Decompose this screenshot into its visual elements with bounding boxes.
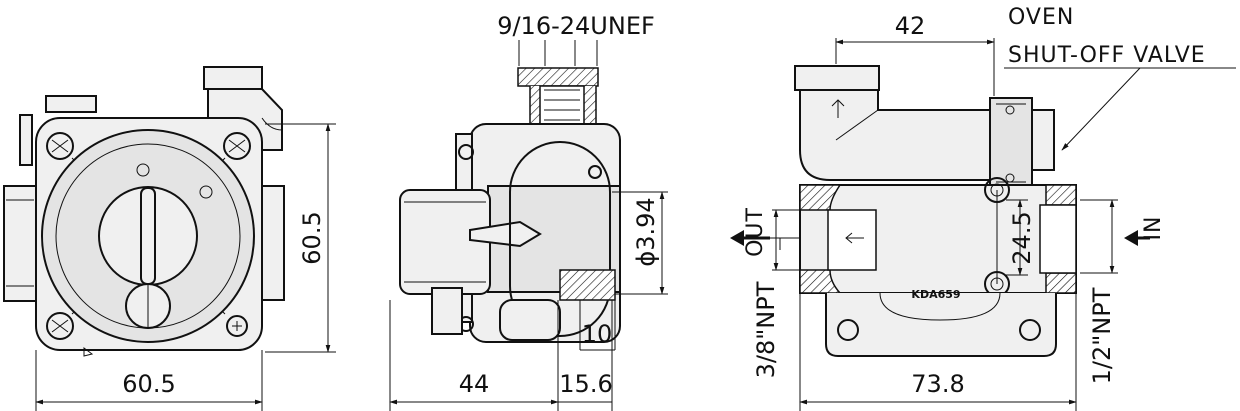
- diameter-dim: ϕ3.94: [632, 197, 660, 266]
- inlet-thread-dim: 1/2"NPT: [1088, 287, 1116, 384]
- front-dimensions: [35, 123, 336, 411]
- outlet-label: OUT: [743, 207, 768, 257]
- model-marking: KDA659: [911, 288, 960, 301]
- valve-label-line2: SHUT-OFF VALVE: [1008, 43, 1206, 68]
- rear-view: [794, 65, 1077, 357]
- offset-dim: 15.6: [559, 370, 612, 398]
- valve-label-line1: OVEN: [1008, 5, 1074, 30]
- front-view: [3, 66, 285, 357]
- depth-dim: 10: [582, 320, 613, 348]
- outlet-thread-dim: 3/8"NPT: [752, 281, 780, 378]
- thread-label: 9/16-24UNEF: [497, 12, 655, 40]
- center-distance-dim: 24.5: [1008, 211, 1036, 264]
- rear-top-dim: 42: [895, 12, 926, 40]
- body-dim: 44: [459, 370, 490, 398]
- inlet-label: IN: [1141, 216, 1166, 241]
- rear-dimensions: [730, 38, 1236, 411]
- front-width-dim: 60.5: [122, 370, 175, 398]
- side-dimensions: [389, 40, 668, 411]
- front-height-dim: 60.5: [298, 211, 326, 264]
- side-view: [399, 67, 621, 343]
- rear-width-dim: 73.8: [911, 370, 964, 398]
